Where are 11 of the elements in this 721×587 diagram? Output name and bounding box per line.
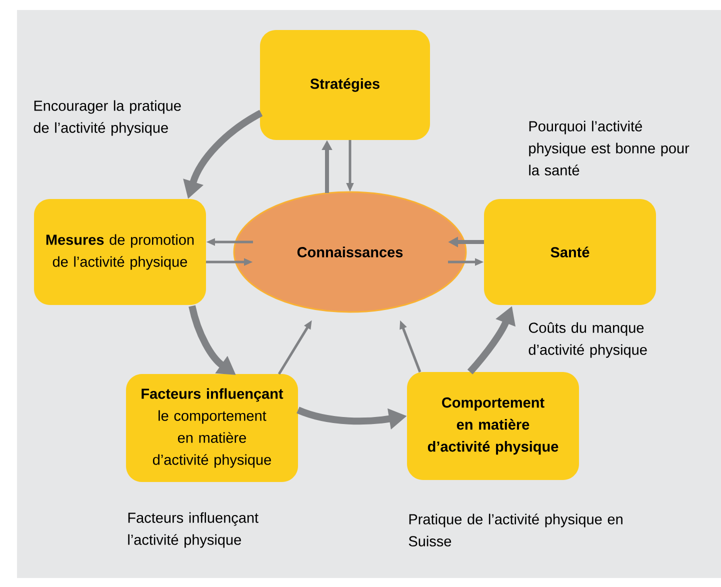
process-box: Facteurs influençant le comportement en matière d’activité physique [126,374,298,482]
annotation: Encourager la pratique de l’activité physique [34,100,181,136]
process-box: Santé [484,199,656,305]
process-box: Mesures de promotion de l’activité physique [34,199,206,305]
node-label: Pourquoi l’activité physique est bonne pour la santé [529,120,690,176]
process-box: Comportement en matière d’activité physique [407,372,579,480]
ellipse-node: Connaissances [233,191,467,313]
node-label: Pratique de l’activité physique en Suisse [408,514,622,546]
node-label: Coûts du manque d’activité physique [528,322,647,358]
process-box: Stratégies [260,30,430,140]
node-label: Facteurs influençant l’activité physique [128,512,258,548]
